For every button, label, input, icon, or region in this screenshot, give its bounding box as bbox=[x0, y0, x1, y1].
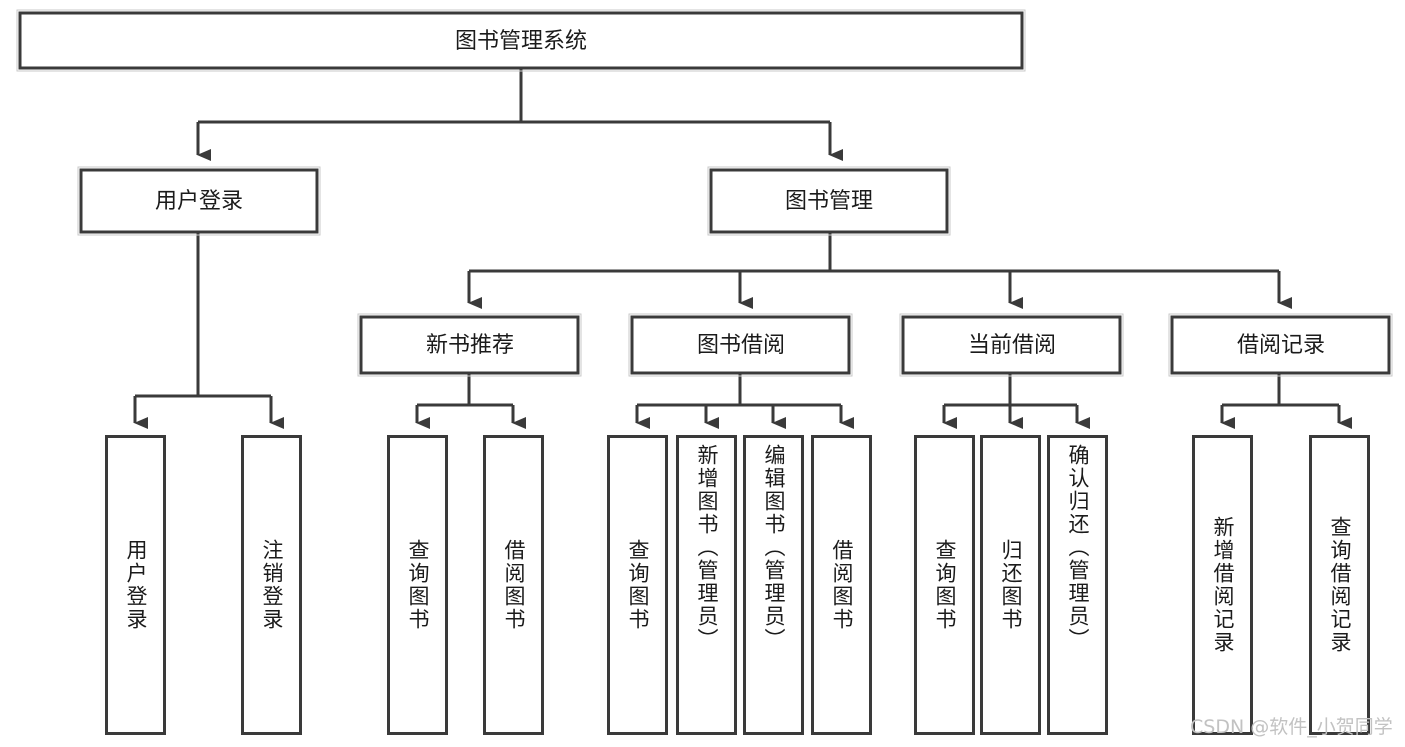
leaf-confirm-return-admin[interactable]: 确认归还（管理员） bbox=[1047, 435, 1108, 735]
leaf-current-query-book-label: 查询图书 bbox=[933, 539, 957, 631]
node-user-login[interactable]: 用户登录 bbox=[77, 166, 321, 236]
leaf-query-borrow-record[interactable]: 查询借阅记录 bbox=[1309, 435, 1370, 735]
node-borrow-record-label: 借阅记录 bbox=[1237, 333, 1325, 358]
leaf-query-borrow-record-label: 查询借阅记录 bbox=[1328, 516, 1352, 654]
leaf-user-login[interactable]: 用户登录 bbox=[105, 435, 166, 735]
node-new-book-recommend-label: 新书推荐 bbox=[426, 333, 514, 358]
node-book-borrow-label: 图书借阅 bbox=[697, 333, 785, 358]
leaf-recommend-borrow-book[interactable]: 借阅图书 bbox=[483, 435, 544, 735]
node-root[interactable]: 图书管理系统 bbox=[16, 9, 1026, 72]
leaf-logout[interactable]: 注销登录 bbox=[241, 435, 302, 735]
leaf-recommend-query-book-label: 查询图书 bbox=[406, 539, 430, 631]
leaf-user-login-label: 用户登录 bbox=[124, 539, 148, 631]
leaf-recommend-borrow-book-label: 借阅图书 bbox=[502, 539, 526, 631]
leaf-add-book-admin[interactable]: 新增图书（管理员） bbox=[676, 435, 737, 735]
leaf-current-query-book[interactable]: 查询图书 bbox=[914, 435, 975, 735]
leaf-edit-book-admin[interactable]: 编辑图书（管理员） bbox=[743, 435, 804, 735]
leaf-borrow-query-book[interactable]: 查询图书 bbox=[607, 435, 668, 735]
leaf-add-borrow-record-label: 新增借阅记录 bbox=[1211, 516, 1235, 654]
connector-root-to-level2 bbox=[196, 68, 843, 161]
connector-recommend-to-leaves bbox=[415, 373, 526, 429]
node-book-management[interactable]: 图书管理 bbox=[707, 166, 951, 236]
node-root-label: 图书管理系统 bbox=[455, 29, 587, 54]
node-current-borrow[interactable]: 当前借阅 bbox=[899, 313, 1124, 377]
leaf-return-book[interactable]: 归还图书 bbox=[980, 435, 1041, 735]
node-user-login-label: 用户登录 bbox=[155, 189, 243, 214]
connector-record-to-leaves bbox=[1220, 373, 1352, 429]
node-book-management-label: 图书管理 bbox=[785, 189, 873, 214]
leaf-return-book-label: 归还图书 bbox=[999, 539, 1023, 631]
csdn-watermark: CSDN @软件_小贺同学 bbox=[1190, 716, 1393, 738]
connector-userlogin-to-leaves bbox=[133, 232, 284, 429]
leaf-add-book-admin-label: 新增图书（管理员） bbox=[695, 444, 719, 651]
leaf-borrow-borrow-book-label: 借阅图书 bbox=[830, 539, 854, 631]
connector-current-to-leaves bbox=[942, 373, 1090, 429]
node-borrow-record[interactable]: 借阅记录 bbox=[1168, 313, 1393, 377]
connector-bookmgmt-to-level3 bbox=[467, 232, 1292, 309]
leaf-logout-label: 注销登录 bbox=[260, 539, 284, 631]
node-new-book-recommend[interactable]: 新书推荐 bbox=[357, 313, 582, 377]
leaf-add-borrow-record[interactable]: 新增借阅记录 bbox=[1192, 435, 1253, 735]
leaf-recommend-query-book[interactable]: 查询图书 bbox=[387, 435, 448, 735]
node-book-borrow[interactable]: 图书借阅 bbox=[628, 313, 853, 377]
leaf-edit-book-admin-label: 编辑图书（管理员） bbox=[762, 444, 786, 651]
node-current-borrow-label: 当前借阅 bbox=[968, 333, 1056, 358]
leaf-borrow-borrow-book[interactable]: 借阅图书 bbox=[811, 435, 872, 735]
leaf-borrow-query-book-label: 查询图书 bbox=[626, 539, 650, 631]
leaf-confirm-return-admin-label: 确认归还（管理员） bbox=[1066, 444, 1090, 651]
connector-borrow-to-leaves bbox=[635, 373, 854, 429]
